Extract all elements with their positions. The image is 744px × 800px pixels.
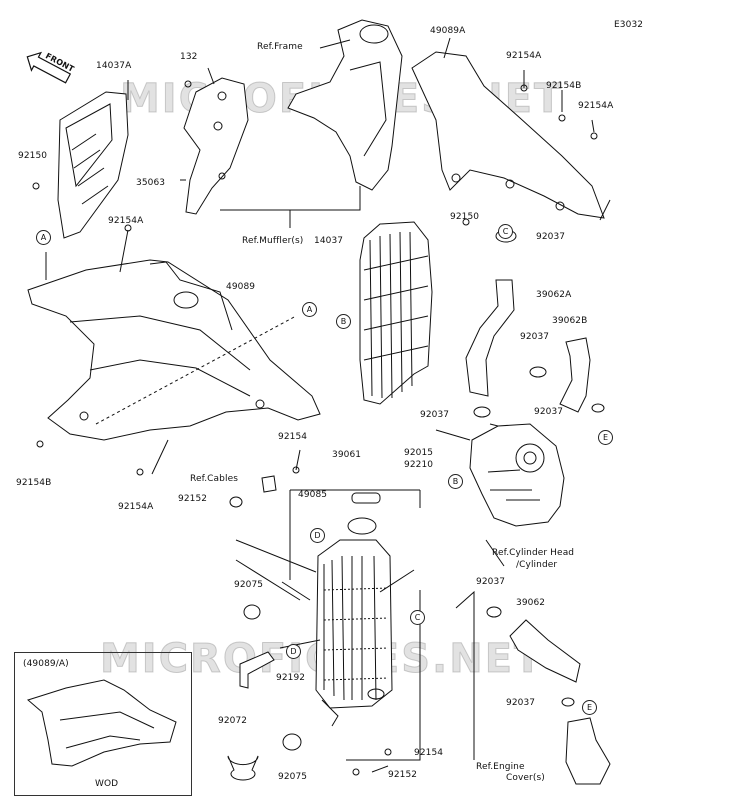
label-39061[interactable]: 39061: [332, 450, 362, 460]
side-cover-49089a: [411, 51, 605, 219]
label-92154-mid[interactable]: 92154: [278, 432, 308, 442]
label-92154a-top[interactable]: 92154A: [506, 51, 542, 61]
label-92015[interactable]: 92015: [404, 448, 434, 458]
screws: [32, 80, 598, 776]
label-92037-e[interactable]: 92037: [476, 577, 506, 587]
label-92150-mid[interactable]: 92150: [450, 212, 480, 222]
label-ref-engine-covers[interactable]: Cover(s): [506, 773, 545, 783]
label-132[interactable]: 132: [180, 52, 198, 62]
hose-39062a: [465, 279, 515, 397]
label-92150-left[interactable]: 92150: [18, 151, 48, 161]
clamp-92072: [227, 755, 259, 781]
label-92037-d[interactable]: 92037: [534, 407, 564, 417]
label-92154-low[interactable]: 92154: [414, 748, 444, 758]
label-ref-cylinder[interactable]: /Cylinder: [516, 560, 558, 570]
label-92154b-low[interactable]: 92154B: [16, 478, 52, 488]
callout-c-top: C: [498, 224, 513, 239]
label-92075-a[interactable]: 92075: [234, 580, 264, 590]
label-ref-muffler[interactable]: Ref.Muffler(s): [242, 236, 304, 246]
label-92037-a[interactable]: 92037: [536, 232, 566, 242]
label-39062b[interactable]: 39062B: [552, 316, 588, 326]
label-14037[interactable]: 14037: [314, 236, 344, 246]
label-92154a-low[interactable]: 92154A: [118, 502, 154, 512]
inset-caption: WOD: [95, 779, 119, 789]
callout-d-top: D: [310, 528, 325, 543]
callout-e-right: E: [598, 430, 613, 445]
label-ref-frame[interactable]: Ref.Frame: [257, 42, 303, 52]
label-92075-b[interactable]: 92075: [278, 772, 308, 782]
label-14037a[interactable]: 14037A: [96, 61, 132, 71]
callout-e-low: E: [582, 700, 597, 715]
label-49089[interactable]: 49089: [226, 282, 256, 292]
label-92072[interactable]: 92072: [218, 716, 248, 726]
inset-box: (49089/A) WOD: [14, 652, 192, 796]
label-92154a-top2[interactable]: 92154A: [578, 101, 614, 111]
label-92037-c[interactable]: 92037: [420, 410, 450, 420]
frame: [287, 19, 403, 191]
label-ref-cables[interactable]: Ref.Cables: [190, 474, 238, 484]
label-49089a[interactable]: 49089A: [430, 26, 466, 36]
label-92192[interactable]: 92192: [276, 673, 306, 683]
radiator-39061: [315, 539, 393, 709]
callout-b-left: B: [336, 314, 351, 329]
diagram-code: E3032: [614, 20, 644, 30]
callout-c-low: C: [410, 610, 425, 625]
label-92210[interactable]: 92210: [404, 460, 434, 470]
label-39062a[interactable]: 39062A: [536, 290, 572, 300]
muffler-bracket-35063: [183, 77, 249, 215]
label-92152-low[interactable]: 92152: [388, 770, 418, 780]
radiator-guard-14037: [359, 221, 433, 405]
engine-cover-fitting: [565, 717, 611, 785]
label-39062[interactable]: 39062: [516, 598, 546, 608]
hose-92192: [239, 651, 275, 689]
inset-title: (49089/A): [23, 659, 69, 669]
water-pump: [469, 423, 565, 527]
callout-b-right: B: [448, 474, 463, 489]
label-35063[interactable]: 35063: [136, 178, 166, 188]
label-92154a-mid[interactable]: 92154A: [108, 216, 144, 226]
callout-a-right: A: [302, 302, 317, 317]
hose-39062b: [559, 337, 591, 413]
callout-d-low: D: [286, 644, 301, 659]
label-ref-engine[interactable]: Ref.Engine: [476, 762, 525, 772]
label-92037-f[interactable]: 92037: [506, 698, 536, 708]
front-arrow-icon: [26, 51, 72, 84]
label-ref-cylinder-head[interactable]: Ref.Cylinder Head: [492, 548, 575, 558]
label-92154b-top[interactable]: 92154B: [546, 81, 582, 91]
label-92037-b[interactable]: 92037: [520, 332, 550, 342]
label-92152-mid[interactable]: 92152: [178, 494, 208, 504]
callout-a-left: A: [36, 230, 51, 245]
inset-shroud: [26, 679, 177, 767]
hose-39062: [509, 619, 581, 683]
label-49085[interactable]: 49085: [298, 490, 328, 500]
shroud-49089: [27, 259, 321, 441]
